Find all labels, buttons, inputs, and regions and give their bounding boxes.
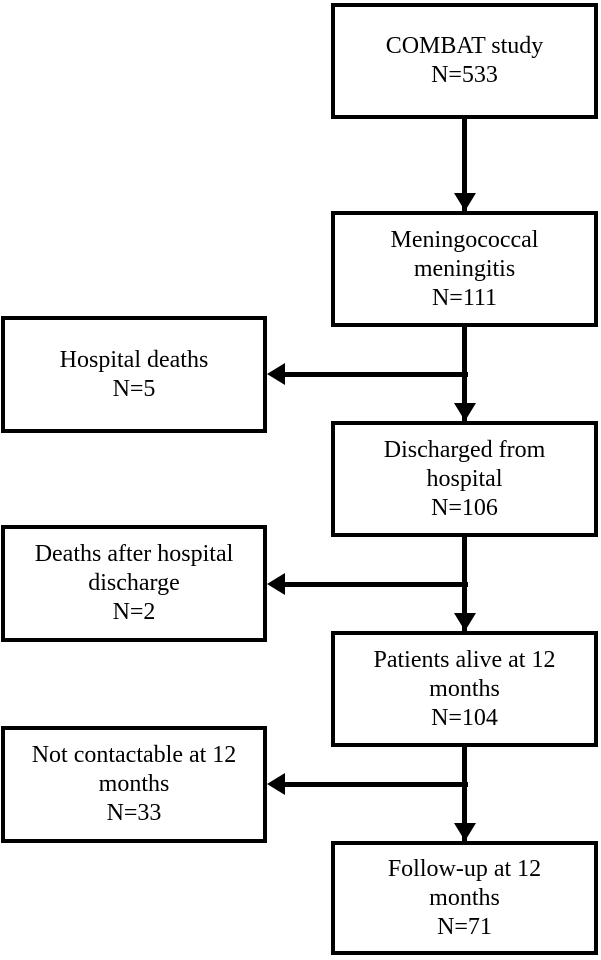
box-count-line: N=2 bbox=[112, 599, 156, 625]
box-followup-12-months: Follow-up at 12 months N=71 bbox=[331, 841, 598, 955]
box-count-line: N=111 bbox=[431, 284, 498, 311]
box-text-line: discharge bbox=[88, 570, 180, 596]
box-count-line: N=33 bbox=[106, 800, 162, 826]
connector-line-horizontal bbox=[283, 782, 468, 787]
box-text-line: Meningococcal bbox=[390, 226, 539, 253]
arrowhead-down-icon bbox=[454, 193, 476, 211]
box-count-line: N=71 bbox=[437, 913, 492, 940]
box-text-line: Patients alive at 12 bbox=[373, 646, 556, 673]
box-count-line: N=5 bbox=[112, 375, 156, 402]
box-text-line: COMBAT study bbox=[385, 33, 544, 59]
box-combat-study: COMBAT study N=533 bbox=[331, 3, 598, 119]
box-hospital-deaths: Hospital deaths N=5 bbox=[1, 316, 267, 433]
box-count-line: N=104 bbox=[431, 704, 498, 731]
box-text-line: hospital bbox=[426, 465, 503, 492]
connector-line-vertical bbox=[462, 119, 467, 211]
box-text-line: Not contactable at 12 bbox=[31, 742, 237, 768]
box-count-line: N=533 bbox=[431, 62, 498, 88]
connector-line-horizontal bbox=[283, 372, 468, 377]
box-meningococcal-meningitis: Meningococcal meningitis N=111 bbox=[331, 211, 598, 327]
box-discharged-from-hospital: Discharged from hospital N=106 bbox=[331, 421, 598, 537]
box-text-line: Follow-up at 12 bbox=[387, 855, 542, 882]
arrowhead-down-icon bbox=[454, 403, 476, 421]
connector-line-vertical bbox=[462, 747, 467, 841]
box-count-line: N=106 bbox=[431, 494, 498, 521]
box-text-line: meningitis bbox=[413, 255, 516, 282]
box-text-line: Deaths after hospital bbox=[34, 541, 234, 567]
box-text-line: months bbox=[429, 675, 500, 702]
arrowhead-left-icon bbox=[267, 573, 285, 595]
box-text-line: months bbox=[98, 771, 170, 797]
arrowhead-left-icon bbox=[267, 363, 285, 385]
box-text-line: Hospital deaths bbox=[59, 346, 209, 373]
connector-line-horizontal bbox=[283, 582, 468, 587]
box-text-line: Discharged from bbox=[383, 436, 546, 463]
box-text-line: months bbox=[429, 884, 500, 911]
box-patients-alive-12-months: Patients alive at 12 months N=104 bbox=[331, 631, 598, 747]
arrowhead-down-icon bbox=[454, 823, 476, 841]
arrowhead-left-icon bbox=[267, 773, 285, 795]
box-not-contactable-12-months: Not contactable at 12 months N=33 bbox=[1, 726, 267, 843]
arrowhead-down-icon bbox=[454, 613, 476, 631]
box-deaths-after-discharge: Deaths after hospital discharge N=2 bbox=[1, 525, 267, 642]
